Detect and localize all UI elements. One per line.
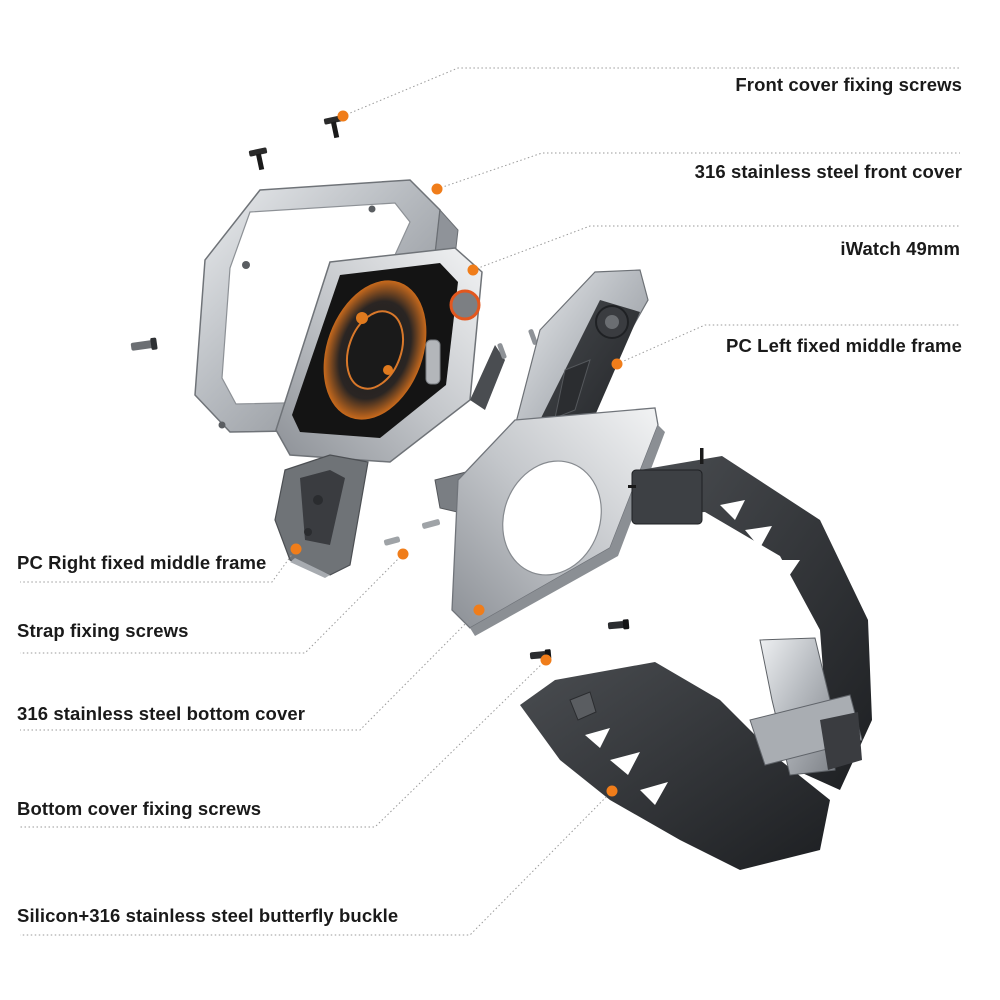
label-steel-front-cover: 316 stainless steel front cover (694, 161, 962, 182)
label-pc-left-frame: PC Left fixed middle frame (726, 335, 962, 356)
silicone-strap-with-buckle (520, 448, 872, 870)
callout-dot (611, 358, 623, 370)
callout-dot (290, 543, 302, 555)
strap-screws (383, 329, 538, 546)
callout-dot (397, 548, 409, 560)
label-butterfly-buckle: Silicon+316 stainless steel butterfly bu… (17, 905, 399, 926)
callout-dot (606, 785, 618, 797)
side-screw-left (130, 337, 158, 351)
callout-dots (290, 110, 623, 797)
callout-dot (431, 183, 443, 195)
label-strap-fixing-screws: Strap fixing screws (17, 620, 189, 641)
bottom-cover-screws (529, 619, 630, 660)
label-front-cover-fixing-screws: Front cover fixing screws (735, 74, 962, 95)
callout-dot (337, 110, 349, 122)
front-cover-screws (248, 115, 343, 171)
callout-dot (540, 654, 552, 666)
callout-dot (467, 264, 479, 276)
steel-bottom-cover (451, 407, 665, 636)
label-bottom-cover-fixing-screws: Bottom cover fixing screws (17, 798, 262, 819)
label-steel-bottom-cover: 316 stainless steel bottom cover (17, 703, 306, 724)
leader-lines (20, 67, 960, 936)
iwatch-49mm (275, 247, 505, 463)
label-iwatch: iWatch 49mm (840, 238, 960, 259)
label-pc-right-frame: PC Right fixed middle frame (17, 552, 267, 573)
pc-right-middle-frame (274, 454, 369, 578)
callout-dot (473, 604, 485, 616)
